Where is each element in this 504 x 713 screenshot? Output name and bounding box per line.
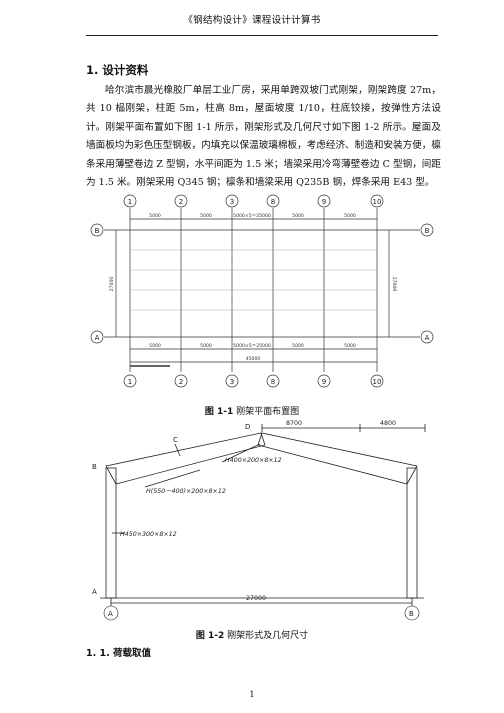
figure-1-text: 刚架平面布置图 <box>233 407 300 417</box>
bottom-dim-2: 5000 <box>200 343 212 349</box>
figure-2-number: 图 1-2 <box>195 631 225 641</box>
axis-label-3-bottom: 3 <box>230 378 234 386</box>
frame-point-c: C <box>173 436 178 444</box>
column-section-label: H450×300×8×12 <box>120 531 177 538</box>
dim-4800: 4800 <box>380 420 396 427</box>
axis-label-3: 3 <box>230 198 234 206</box>
row-label-a-right: A <box>425 334 430 342</box>
frame-point-b: B <box>92 463 97 471</box>
support-label-a: A <box>108 610 113 618</box>
figure-1-caption: 图 1-1 刚架平面布置图 <box>0 404 504 417</box>
figure-2-caption: 图 1-2 刚架形式及几何尺寸 <box>0 628 504 641</box>
row-label-b-right: B <box>425 227 430 235</box>
rafter-section-label: H(550－400)×200×8×12 <box>146 488 226 495</box>
top-dim-2: 5000 <box>200 213 212 219</box>
bottom-dim-3: 5000×5＝25000 <box>233 343 271 349</box>
frame-point-a: A <box>92 588 97 596</box>
header-rule <box>86 35 438 36</box>
section-title: 1. 设计资料 <box>86 63 149 77</box>
left-span-dim: 27000 <box>109 277 115 292</box>
bottom-dim-4: 5000 <box>292 343 304 349</box>
span-dim: 27000 <box>246 595 266 602</box>
figure-1-number: 图 1-1 <box>204 407 234 417</box>
ridge-section-label: H400×200×8×12 <box>225 457 282 464</box>
top-dim-3: 5000×5＝25000 <box>233 213 271 219</box>
axis-label-1-bottom: 1 <box>128 378 132 386</box>
bottom-dim-5: 5000 <box>344 343 356 349</box>
right-span-dim: 27000 <box>391 277 397 292</box>
subsection-title: 1. 1. 荷载取值 <box>86 648 152 659</box>
frame-point-d: D <box>245 423 250 431</box>
axis-label-9: 9 <box>322 198 326 206</box>
axis-label-1: 1 <box>128 198 132 206</box>
support-label-b: B <box>409 610 414 618</box>
axis-label-8: 8 <box>271 198 275 206</box>
top-dim-4: 5000 <box>292 213 304 219</box>
row-label-a-left: A <box>95 334 100 342</box>
top-dim-1: 5000 <box>149 213 161 219</box>
body-paragraph: 哈尔滨市晨光橡胶厂单层工业厂房，采用单跨双坡门式刚架，刚架跨度 27m，共 10… <box>86 85 441 189</box>
total-dim: 45000 <box>246 356 261 362</box>
page-header: 《钢结构设计》课程设计计算书 <box>183 15 321 26</box>
axis-label-10-bottom: 10 <box>373 378 382 386</box>
top-dim-5: 5000 <box>344 213 356 219</box>
figure-2-text: 刚架形式及几何尺寸 <box>224 631 309 641</box>
bottom-dim-1: 5000 <box>149 343 161 349</box>
axis-label-2-bottom: 2 <box>179 378 183 386</box>
axis-label-9-bottom: 9 <box>322 378 326 386</box>
dim-8700: 8700 <box>286 420 302 427</box>
row-label-b-left: B <box>95 227 100 235</box>
axis-label-8-bottom: 8 <box>271 378 275 386</box>
axis-label-10: 10 <box>373 198 382 206</box>
axis-label-2: 2 <box>179 198 183 206</box>
page-number: 1 <box>249 690 255 700</box>
